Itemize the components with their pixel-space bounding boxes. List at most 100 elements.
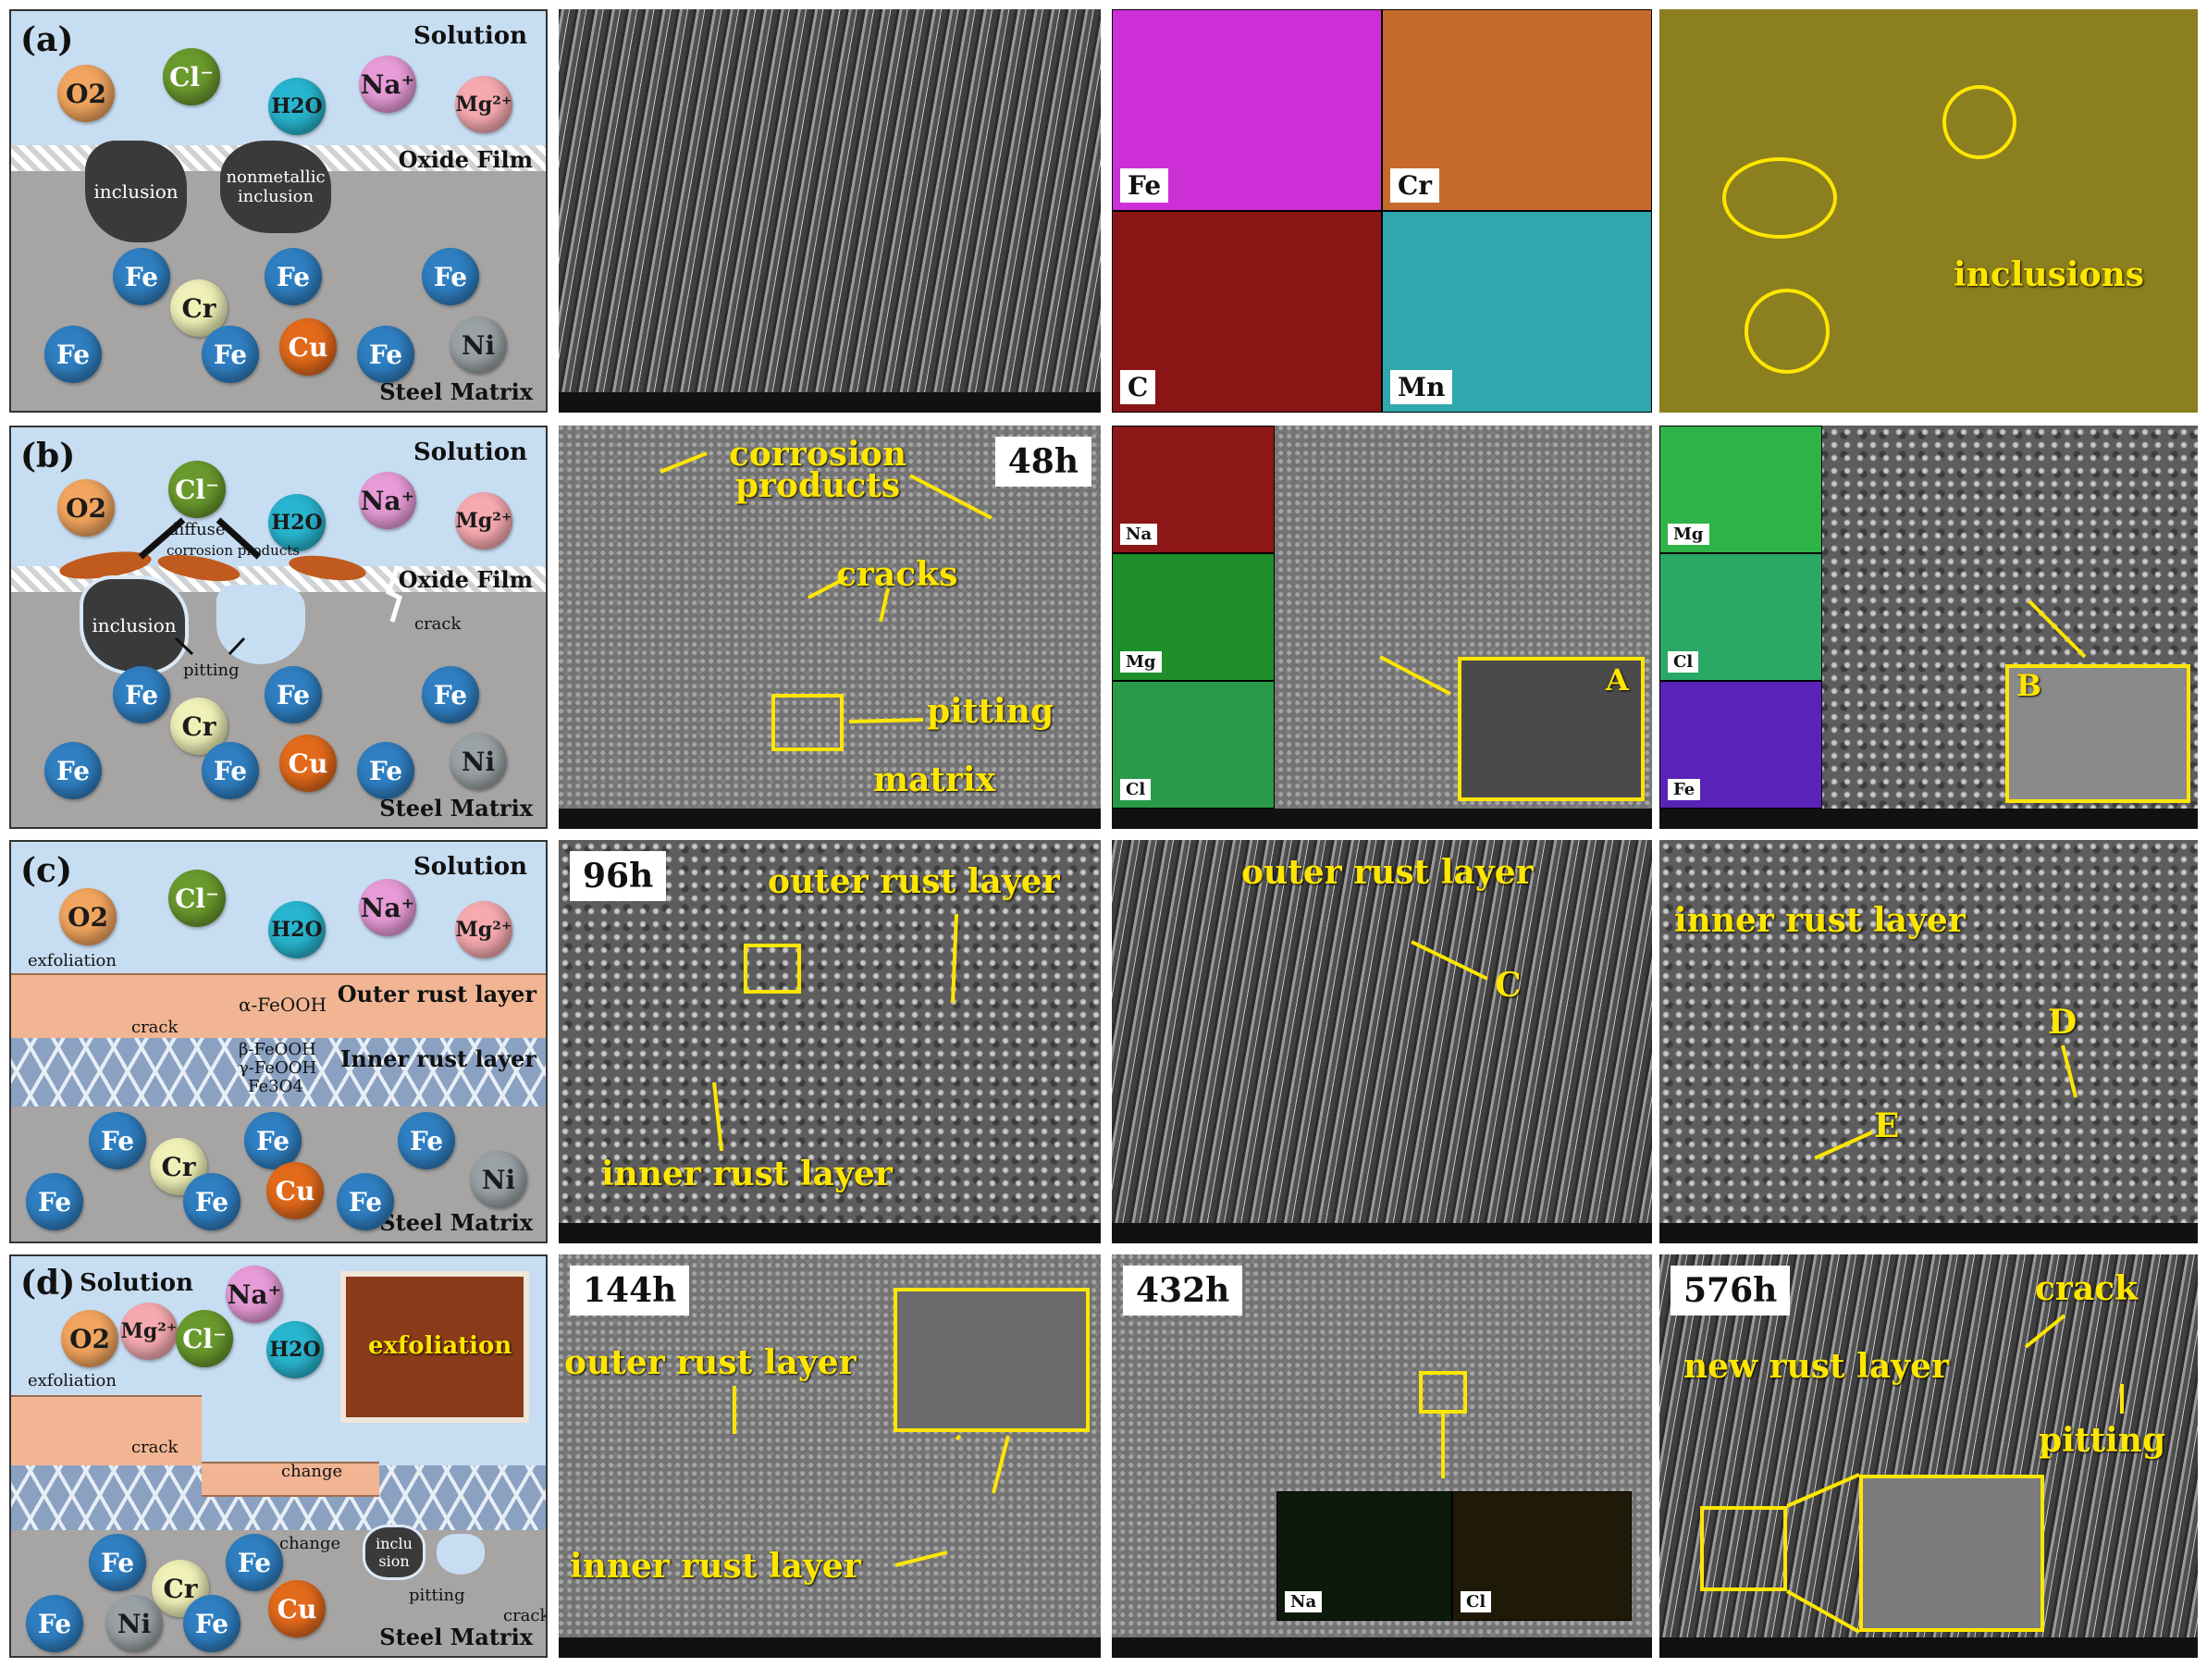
eds-label-na: Na (1285, 1591, 1323, 1612)
nonmetallic-inclusion-shape: nonmetallic inclusion (220, 141, 331, 233)
eds-label-cl: Cl (1461, 1591, 1492, 1612)
crack-label: crack (2035, 1269, 2139, 1308)
scale-bar (559, 1637, 1101, 1658)
atom-fe: Fe (26, 1173, 83, 1230)
atom-cu: Cu (279, 318, 337, 376)
diffuse-label: diffuse (168, 520, 226, 539)
outer-rust-layer-label: outer rust layer (1241, 853, 1534, 892)
gamma-feooh-label: γ-FeOOH (239, 1058, 317, 1078)
annotation-arrows (1411, 940, 1488, 981)
time-label-576h: 576h (1671, 1266, 1791, 1316)
optical-image-a: inclusions (1659, 9, 2198, 413)
atom-fe: Fe (226, 1534, 283, 1591)
atom-fe: Fe (244, 1112, 302, 1169)
ion-na: Na⁺ (226, 1266, 283, 1323)
inset-box-b (2005, 664, 2190, 803)
label-d: D (2048, 1003, 2078, 1042)
steel-matrix-label: Steel Matrix (379, 795, 533, 821)
time-label-48h: 48h (994, 437, 1091, 487)
inset-box-a (1458, 657, 1645, 801)
corrosion-products-small-label: corrosion products (166, 542, 300, 559)
crack-label: crack (414, 614, 462, 634)
ion-h2o: H2O (266, 1321, 324, 1378)
atom-fe: Fe (357, 326, 414, 383)
inset-box (894, 1288, 1090, 1432)
eds-label-cl: Cl (1120, 779, 1152, 800)
scale-bar (559, 809, 1101, 829)
atom-fe: Fe (357, 742, 414, 799)
inclusion-circle (1942, 85, 2016, 159)
inner-rust-layer-label: inner rust layer (1674, 901, 1966, 940)
ion-cl: Cl⁻ (168, 461, 226, 518)
atom-fe: Fe (44, 326, 102, 383)
steel-matrix-label: Steel Matrix (379, 1624, 533, 1650)
ion-cl: Cl⁻ (163, 48, 220, 105)
inclusion-shape: inclu sion (363, 1525, 425, 1580)
ion-na: Na⁺ (359, 472, 416, 529)
atom-fe: Fe (202, 326, 259, 383)
exfoliation-label: exfoliation (28, 951, 117, 970)
oxide-film-label: Oxide Film (398, 146, 533, 173)
inner-rust-layer-label: Inner rust layer (340, 1045, 536, 1072)
eds-map-cr: Cr (1382, 9, 1652, 211)
schematic-c: (c) Solution O2 Cl⁻ H2O Na⁺ Mg²⁺ exfolia… (9, 840, 548, 1243)
scale-bar (1659, 1223, 2198, 1243)
new-rust-layer-label: new rust layer (1683, 1347, 1949, 1386)
scale-bar (1112, 1637, 1652, 1658)
ion-h2o: H2O (268, 901, 326, 958)
ion-o2: O2 (57, 479, 115, 537)
sem-image-c-inner: inner rust layer D E (1659, 840, 2198, 1243)
alpha-feooh-label: α-FeOOH (239, 994, 327, 1016)
time-label-144h: 144h (570, 1266, 690, 1316)
box-label-a: A (1606, 662, 1629, 698)
schematic-d: (d) Solution O2 Mg²⁺ Cl⁻ Na⁺ H2O exfolia… (9, 1254, 548, 1658)
inclusion-circle (1722, 157, 1837, 239)
atom-ni: Ni (450, 733, 507, 790)
sem-image-b-eds1: Na Mg Cl A (1112, 426, 1652, 829)
sem-image-d-432h: 432h Na Cl (1112, 1254, 1652, 1658)
pitting-label: pitting (183, 661, 240, 680)
ion-o2: O2 (59, 888, 117, 945)
atom-fe: Fe (265, 248, 322, 305)
atom-fe: Fe (202, 742, 259, 799)
annotation-arrows (1441, 1414, 1445, 1478)
ion-h2o: H2O (268, 78, 326, 135)
exfoliation-photo: exfoliation (340, 1271, 529, 1423)
scale-bar (559, 1223, 1101, 1243)
change-label: change (281, 1462, 343, 1481)
eds-label-cl: Cl (1668, 651, 1699, 673)
zoom-inset-box (1859, 1475, 2044, 1632)
atom-fe: Fe (183, 1595, 240, 1652)
eds-map-cl: Cl (1659, 553, 1822, 681)
atom-fe: Fe (422, 248, 479, 305)
solution-label: Solution (80, 1269, 194, 1297)
atom-cu: Cu (279, 735, 337, 792)
crack-label: crack (131, 1438, 179, 1457)
inclusion-shape: inclusion (80, 575, 189, 675)
eds-map-mg: Mg (1112, 553, 1275, 681)
atom-ni: Ni (450, 316, 507, 374)
region-box (1700, 1506, 1787, 1591)
ion-cl: Cl⁻ (168, 870, 226, 927)
schematic-b: (b) Solution Oxide Film Steel Matrix O2 … (9, 426, 548, 829)
inclusion-circle (1745, 289, 1830, 374)
matrix-label: matrix (873, 760, 996, 799)
annotation-arrows (660, 451, 993, 723)
eds-map-fe: Fe (1659, 681, 1822, 809)
outer-rust-layer-label: outer rust layer (768, 862, 1060, 901)
panel-label-a: (a) (20, 20, 74, 59)
sem-image-c-96h: 96h outer rust layer inner rust layer (559, 840, 1101, 1243)
ion-na: Na⁺ (359, 879, 416, 936)
eds-map-mg: Mg (1659, 426, 1822, 553)
annotation-arrows (712, 913, 958, 1152)
ion-mg: Mg²⁺ (455, 76, 512, 133)
diffuse-arrows (138, 517, 403, 656)
inner-rust-layer-label: inner rust layer (570, 1547, 861, 1586)
ion-cl: Cl⁻ (176, 1310, 233, 1367)
scale-bar (559, 392, 1101, 413)
ion-mg: Mg²⁺ (455, 901, 512, 958)
atom-fe: Fe (337, 1173, 394, 1230)
annotation-arrows (733, 1386, 1010, 1567)
pitting-cavity (437, 1534, 485, 1575)
eds-map-fe: Fe (1112, 9, 1382, 211)
